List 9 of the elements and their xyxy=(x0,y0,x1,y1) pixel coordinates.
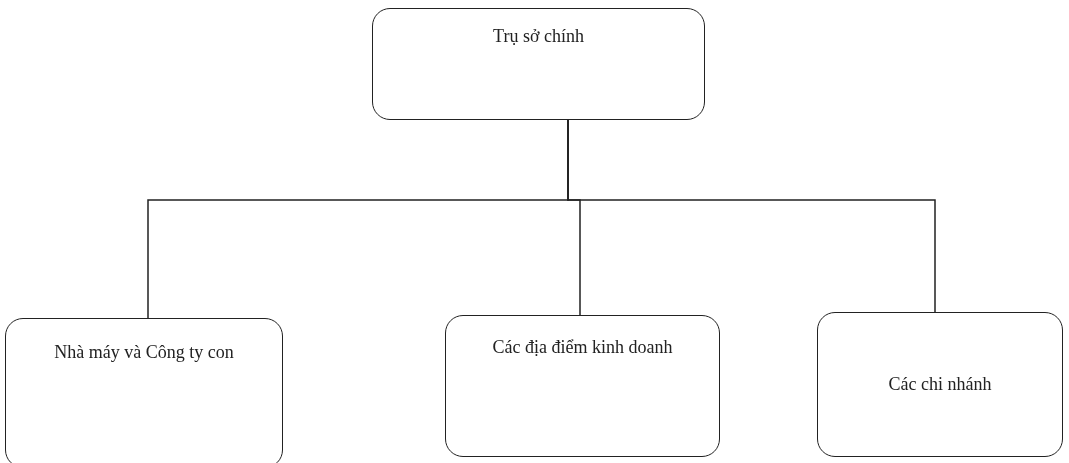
connector-line xyxy=(567,119,936,313)
box-label: Các địa điểm kinh doanh xyxy=(492,336,673,359)
org-box xyxy=(5,318,283,463)
org-box xyxy=(817,312,1063,457)
box-label: Các chi nhánh xyxy=(888,372,992,396)
org-box xyxy=(372,8,705,120)
box-label: Trụ sở chính xyxy=(493,25,584,48)
org-box xyxy=(445,315,720,457)
box-label: Nhà máy và Công ty con xyxy=(54,341,234,364)
